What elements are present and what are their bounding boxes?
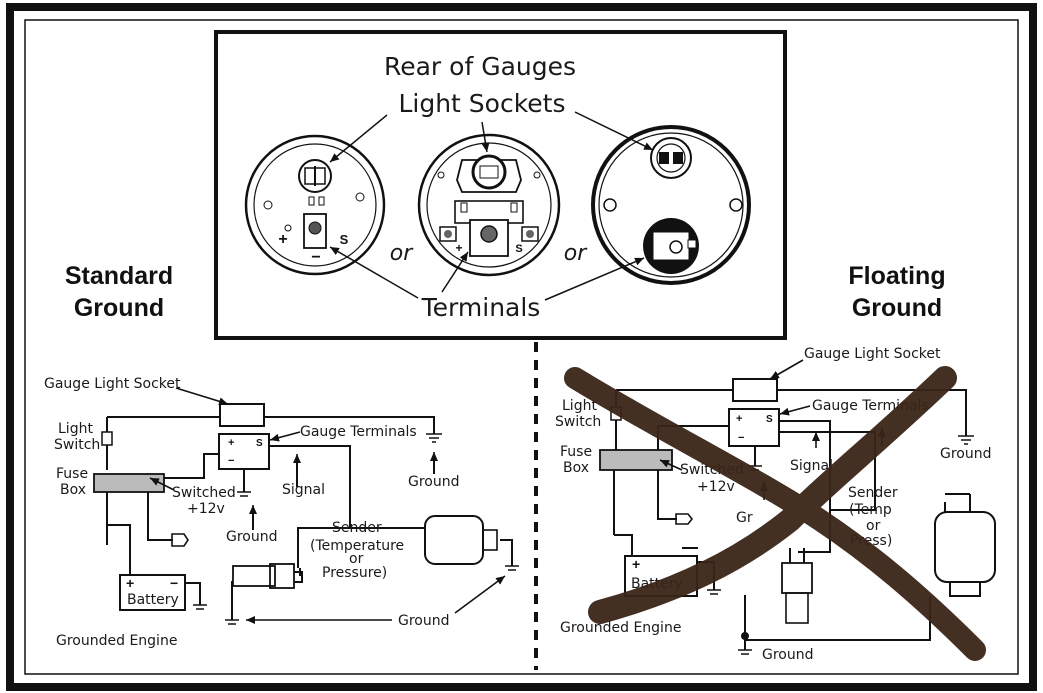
right-sender-detail-2: or — [866, 518, 881, 534]
floating-heading-line2: Ground — [852, 294, 942, 322]
standard-heading-line1: Standard — [65, 262, 173, 290]
outer-frame — [6, 3, 1037, 691]
floating-heading-line1: Floating — [848, 262, 945, 290]
ground-symbols-right — [707, 435, 974, 655]
rear-of-gauges-title: Rear of Gauges — [384, 52, 576, 81]
left-gauge-terminals-label: Gauge Terminals — [300, 424, 417, 440]
gauge-light-socket-arrow-right — [769, 359, 804, 380]
right-ground-top-label: Ground — [940, 446, 992, 462]
left-sender-label: Sender — [332, 520, 382, 536]
inner-frame — [24, 19, 1019, 675]
gauge-rear-2 — [417, 133, 561, 277]
left-ground-top-label: Ground — [408, 474, 460, 490]
gauge-light-socket-arrow-left — [175, 387, 229, 406]
switched-arrow-left — [149, 477, 175, 491]
right-gauge-minus: − — [738, 432, 744, 444]
right-ground-partial-label: Gr — [736, 510, 753, 526]
right-signal-label: Signal — [790, 458, 833, 474]
right-gauge-plus: + — [736, 413, 742, 425]
terminals-arrow-3 — [544, 257, 645, 301]
switched-arrow-right — [659, 459, 683, 471]
left-box-label: Box — [60, 482, 86, 498]
gauge2-s-mark: S — [515, 243, 522, 255]
gauge2-plus-mark: + — [455, 241, 462, 255]
gauge-rear-1 — [244, 134, 386, 276]
gauge1-plus-mark: + — [278, 231, 287, 248]
left-switch-label: Switch — [54, 437, 100, 453]
standard-heading-line2: Ground — [74, 294, 164, 322]
left-gauge-light-socket-label: Gauge Light Socket — [44, 376, 181, 392]
left-signal-label: Signal — [282, 482, 325, 498]
right-ground-bottom-label: Ground — [762, 647, 814, 663]
right-light-label: Light — [562, 398, 597, 414]
gauge1-s-mark: S — [340, 232, 349, 247]
gauge1-minus-mark: − — [311, 249, 320, 266]
right-12v-label: +12v — [697, 479, 735, 495]
left-12v-label: +12v — [187, 501, 225, 517]
right-sender-label: Sender — [848, 485, 898, 501]
right-box-label: Box — [563, 460, 589, 476]
left-sender-detail-3: Pressure) — [322, 565, 387, 581]
or-label-2: or — [564, 241, 588, 266]
terminals-arrow-1 — [329, 246, 419, 299]
right-sender-detail-1: (Temp — [849, 502, 892, 518]
right-gauge-s: S — [766, 414, 773, 425]
left-ground-bottom-label: Ground — [398, 613, 450, 629]
left-grounded-engine-label: Grounded Engine — [56, 633, 177, 649]
terminals-arrow-2 — [441, 251, 469, 293]
left-sender-detail-2: or — [349, 551, 364, 567]
left-light-label: Light — [58, 421, 93, 437]
right-battery-plus: + — [632, 556, 640, 572]
right-fuse-label: Fuse — [560, 444, 592, 460]
ground-symbols-left — [193, 433, 519, 625]
gauge-rear-3 — [591, 125, 751, 285]
right-gauge-light-socket-label: Gauge Light Socket — [804, 346, 941, 362]
left-fuse-label: Fuse — [56, 466, 88, 482]
gauge-terminals-arrow-left — [269, 431, 301, 442]
left-gauge-minus: − — [228, 455, 234, 467]
left-battery-label: Battery — [127, 592, 179, 608]
light-socket-arrow-1 — [329, 114, 388, 163]
left-ground-mid-label: Ground — [226, 529, 278, 545]
right-switch-label: Switch — [555, 414, 601, 430]
light-socket-arrow-3 — [574, 111, 654, 151]
standard-ground-wiring — [93, 403, 513, 620]
ground-arrow-sender — [454, 575, 506, 614]
gauge-terminals-arrow-right — [779, 405, 811, 416]
left-gauge-plus: + — [228, 437, 234, 449]
left-battery-plus: + — [126, 575, 134, 591]
cross-out-mark — [564, 366, 986, 661]
light-sockets-label: Light Sockets — [398, 89, 565, 118]
terminals-label: Terminals — [421, 293, 541, 322]
light-socket-arrow-2 — [481, 121, 490, 153]
left-battery-minus: − — [170, 575, 178, 591]
right-grounded-engine-label: Grounded Engine — [560, 620, 681, 636]
left-switched-label: Switched — [172, 485, 236, 501]
or-label-1: or — [390, 241, 414, 266]
ground-junction-dot — [741, 632, 749, 640]
left-sender-detail-1: (Temperature — [310, 538, 404, 554]
left-gauge-s: S — [256, 438, 263, 449]
